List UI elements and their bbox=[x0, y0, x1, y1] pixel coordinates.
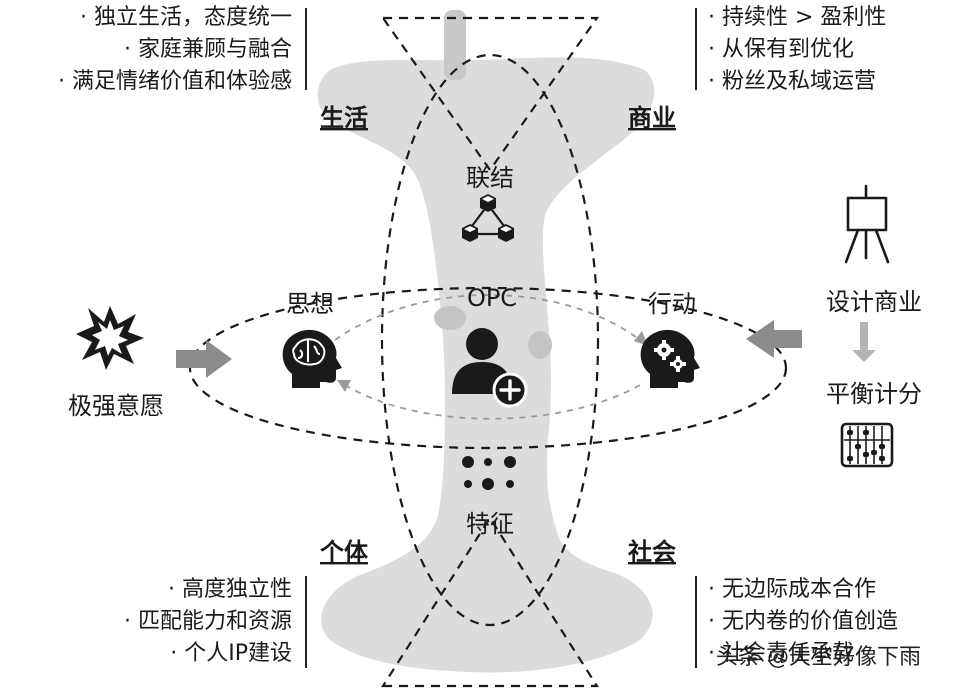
network-cubes-icon bbox=[462, 194, 514, 242]
explosion-icon bbox=[76, 306, 144, 370]
brain-head-icon bbox=[282, 329, 342, 388]
society-bullets: · 无边际成本合作 · 无内卷的价值创造 · 社会责任承载 bbox=[708, 577, 898, 666]
dots-grid-icon bbox=[462, 456, 516, 490]
gear-head-icon bbox=[640, 329, 700, 388]
individual-bullet: · 匹配能力和资源 bbox=[124, 609, 292, 634]
right-arrow-icon bbox=[746, 320, 802, 358]
left-arrow-icon bbox=[176, 340, 232, 378]
life-heading: 生活 bbox=[320, 104, 368, 132]
easel-icon bbox=[844, 184, 890, 264]
society-bullet: · 无内卷的价值创造 bbox=[708, 609, 898, 634]
abacus-icon bbox=[840, 422, 894, 468]
individual-bullets: · 高度独立性 · 匹配能力和资源 · 个人IP建设 bbox=[124, 577, 292, 666]
society-bullet: · 无边际成本合作 bbox=[708, 577, 876, 602]
business-heading: 商业 bbox=[628, 104, 676, 132]
connection-label: 联结 bbox=[466, 164, 514, 192]
balance-label: 平衡计分 bbox=[826, 380, 922, 408]
society-bullet: · 社会责任承载 bbox=[708, 641, 854, 666]
society-heading: 社会 bbox=[628, 538, 676, 566]
business-bullet: · 持续性 > 盈利性 bbox=[708, 5, 886, 30]
thought-label: 思想 bbox=[286, 290, 334, 318]
opc-label: OPC bbox=[467, 284, 517, 312]
watermark: 头条 @天空好像下雨 bbox=[716, 645, 921, 670]
life-bullet: · 家庭兼顾与融合 bbox=[124, 37, 292, 62]
business-bullets: · 持续性 > 盈利性 · 从保有到优化 · 粉丝及私域运营 bbox=[708, 5, 886, 94]
life-bullets: · 独立生活，态度统一 · 家庭兼顾与融合 · 满足情绪价值和体验感 bbox=[58, 5, 292, 94]
action-label: 行动 bbox=[648, 290, 696, 318]
life-bullet: · 满足情绪价值和体验感 bbox=[58, 69, 292, 94]
individual-heading: 个体 bbox=[320, 538, 369, 566]
individual-bullet: · 高度独立性 bbox=[168, 577, 292, 602]
willpower-label: 极强意愿 bbox=[68, 392, 164, 420]
vertical-ellipse bbox=[380, 53, 600, 627]
bottom-triangle bbox=[380, 515, 600, 688]
business-bullet: · 从保有到优化 bbox=[708, 37, 854, 62]
design-business-label: 设计商业 bbox=[826, 288, 922, 316]
person-add-icon bbox=[452, 328, 528, 408]
down-arrow-icon bbox=[852, 322, 876, 362]
features-label: 特征 bbox=[466, 510, 514, 538]
life-bullet: · 独立生活，态度统一 bbox=[80, 5, 292, 30]
individual-bullet: · 个人IP建设 bbox=[170, 641, 292, 666]
business-bullet: · 粉丝及私域运营 bbox=[708, 69, 876, 94]
